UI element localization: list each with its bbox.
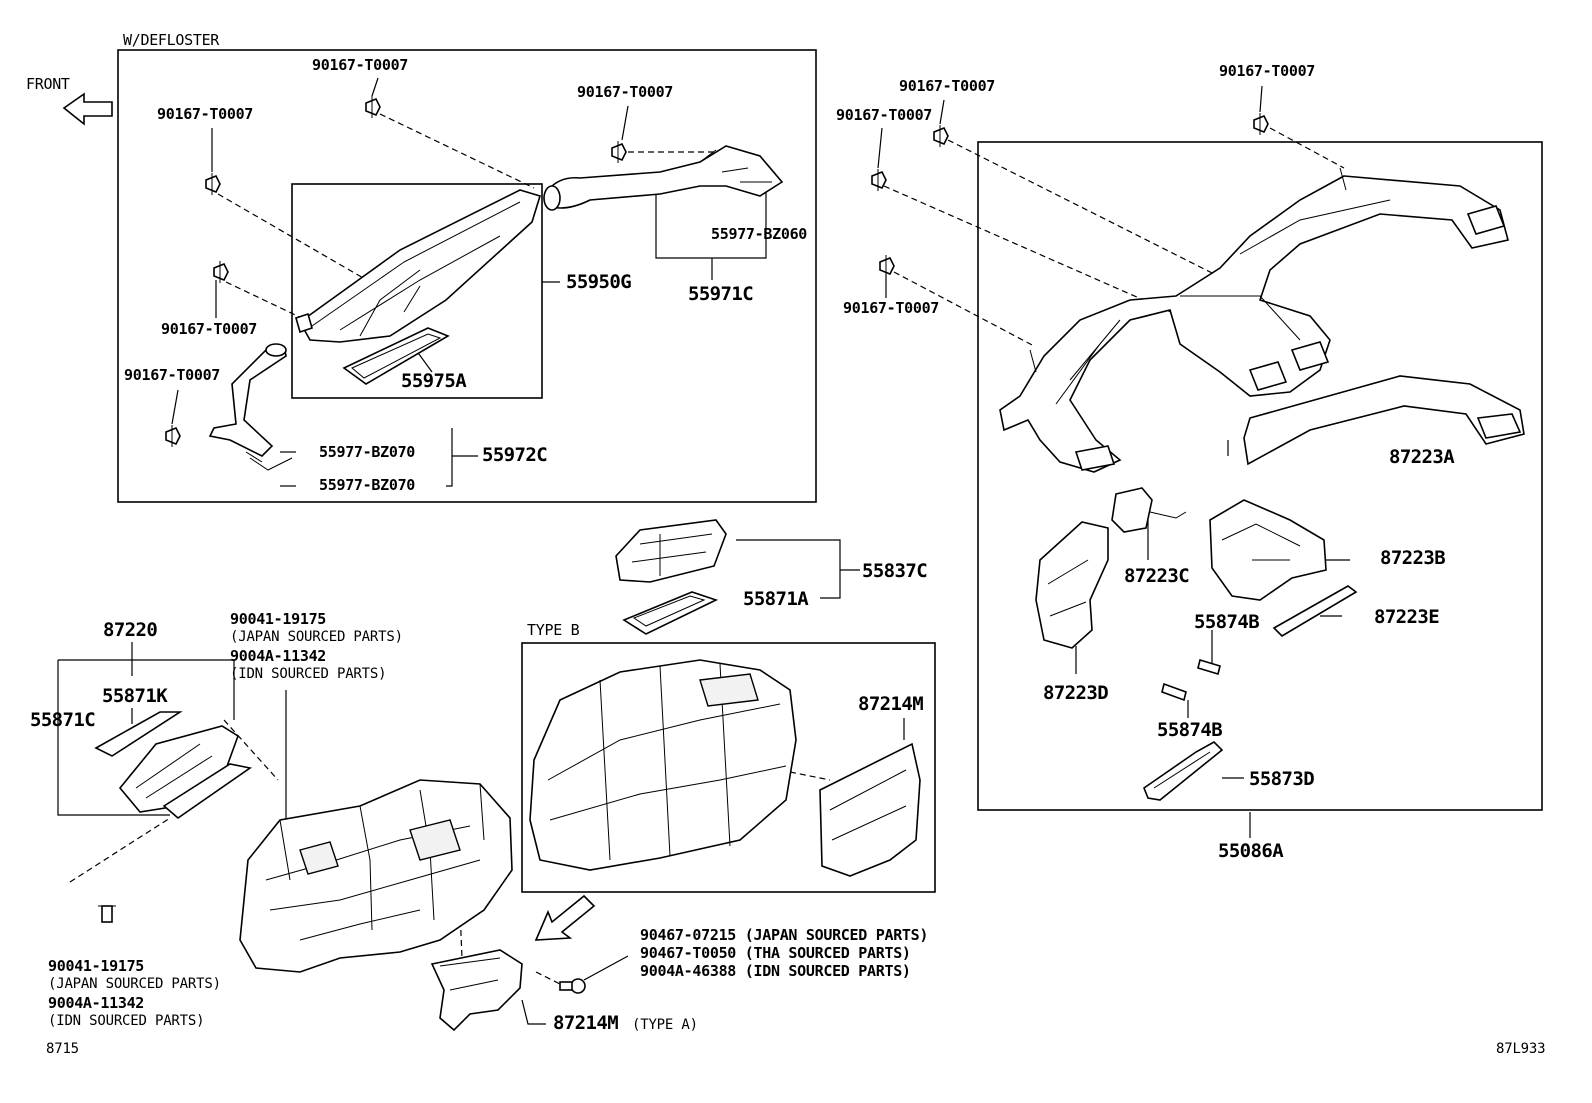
part-label: 55977-BZ070 <box>319 476 416 494</box>
register-55837c <box>615 519 727 583</box>
clip-icon <box>879 255 895 277</box>
defroster-nozzle-55950g <box>295 189 542 343</box>
part-label: 90167-T0007 <box>577 83 674 101</box>
box-label-type-b: TYPE B <box>527 621 580 639</box>
part-label: 90167-T0007 <box>312 56 409 74</box>
seal-55873d <box>1143 741 1224 801</box>
seal-55871c <box>162 763 253 820</box>
duct-87223a <box>1243 375 1525 466</box>
part-label: 90167-T0007 <box>161 320 258 338</box>
defloster-frame <box>117 49 817 503</box>
part-label: 55874B <box>1157 719 1223 741</box>
part-label: 90167-T0007 <box>836 106 933 124</box>
front-label: FRONT <box>26 75 70 93</box>
direction-arrow-icon <box>534 894 596 941</box>
leader-lines <box>57 77 1350 1025</box>
part-note: (TYPE A) <box>632 1017 698 1033</box>
bolt-line3: 9004A-46388 (IDN SOURCED PARTS) <box>640 962 911 980</box>
duct-87220 <box>118 725 239 813</box>
heater-unit-type-a <box>239 779 513 973</box>
page-ref: 8715 <box>46 1041 79 1057</box>
part-label: 87214M <box>553 1012 619 1034</box>
part-label: 55950G <box>566 271 632 293</box>
part-label: 90167-T0007 <box>1219 62 1316 80</box>
part-label: 55873D <box>1249 768 1315 790</box>
clip-icon <box>365 96 381 118</box>
clip-icon <box>611 141 627 163</box>
screw-bottom-line1: 90041-19175 <box>48 957 145 975</box>
side-defroster-duct-55972c <box>208 343 293 471</box>
part-label: 55972C <box>482 444 548 466</box>
screw-top-line4: (IDN SOURCED PARTS) <box>230 666 387 682</box>
subassy-55950g-frame <box>291 183 543 399</box>
part-label: 55871A <box>743 588 809 610</box>
duct-87214m-type-a <box>430 949 523 1032</box>
part-label: 87223B <box>1380 547 1446 569</box>
clip-icon <box>1253 113 1269 135</box>
seal-55871a <box>622 591 719 635</box>
part-label: 87223A <box>1389 446 1455 468</box>
duct-87214m-type-b <box>819 742 921 877</box>
clip-icon <box>933 125 949 147</box>
part-label: 55086A <box>1218 840 1284 862</box>
pad-55874b <box>1161 682 1187 702</box>
seal-55871k <box>94 711 183 757</box>
part-label: 90167-T0007 <box>899 77 996 95</box>
bolt-line1: 90467-07215 (JAPAN SOURCED PARTS) <box>640 926 929 944</box>
part-label: 55871C <box>30 709 96 731</box>
part-label: 87220 <box>103 619 158 641</box>
bolt-icon <box>559 978 586 994</box>
strip-87223e <box>1272 585 1358 638</box>
duct-87223c <box>1111 487 1187 533</box>
part-label: 55977-BZ060 <box>711 225 808 243</box>
clip-icon <box>871 169 887 191</box>
part-label: 55971C <box>688 283 754 305</box>
clip-icon <box>213 261 229 283</box>
box-label-defloster: W/DEFLOSTER <box>123 31 220 49</box>
part-label: 55975A <box>401 370 467 392</box>
front-arrow-icon <box>62 92 113 126</box>
bolt-line2: 90467-T0050 (THA SOURCED PARTS) <box>640 944 911 962</box>
part-label: 55837C <box>862 560 928 582</box>
part-label: 55977-BZ070 <box>319 443 416 461</box>
screw-top-line3: 9004A-11342 <box>230 647 327 665</box>
type-b-frame <box>521 642 936 893</box>
part-label: 55874B <box>1194 611 1260 633</box>
center-duct-55086a <box>999 167 1509 473</box>
part-label: 87214M <box>858 693 924 715</box>
screw-top-line1: 90041-19175 <box>230 610 327 628</box>
clip-icon <box>205 173 221 195</box>
part-label: 55871K <box>102 685 168 707</box>
part-label: 90167-T0007 <box>124 366 221 384</box>
screw-bottom-line3: 9004A-11342 <box>48 994 145 1012</box>
clip-icon <box>165 425 181 447</box>
part-label: 90167-T0007 <box>157 105 254 123</box>
heater-unit-type-b <box>529 659 797 871</box>
duct-87223b <box>1209 499 1327 601</box>
side-defroster-duct-55971c <box>543 145 784 211</box>
alignment-lines <box>69 113 1345 985</box>
duct-87223d <box>1035 521 1109 649</box>
screw-bottom-line4: (IDN SOURCED PARTS) <box>48 1013 205 1029</box>
screw-top-line2: (JAPAN SOURCED PARTS) <box>230 629 403 645</box>
pad-55874b <box>1197 658 1221 676</box>
part-label: 87223D <box>1043 682 1109 704</box>
diagram-code: 87L933 <box>1496 1041 1546 1057</box>
screw-icon <box>98 905 116 923</box>
part-label: 87223C <box>1124 565 1190 587</box>
screw-bottom-line2: (JAPAN SOURCED PARTS) <box>48 976 221 992</box>
center-duct-frame <box>977 141 1543 811</box>
seal-55975a <box>342 327 450 385</box>
part-label: 90167-T0007 <box>843 299 940 317</box>
part-label: 87223E <box>1374 606 1440 628</box>
